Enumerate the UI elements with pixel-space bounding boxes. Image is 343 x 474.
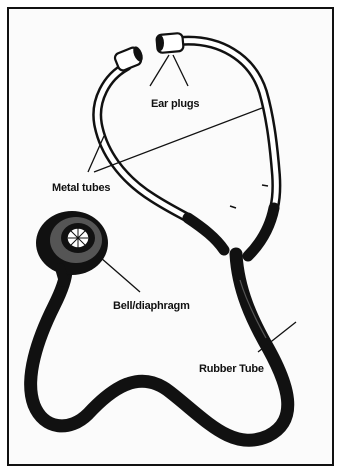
ear-plugs [114,33,184,72]
bell-diaphragm [36,211,108,282]
metal-tubes-leader-left [88,136,104,172]
rubber-tube-label: Rubber Tube [199,363,264,375]
ear-plugs-leader-right [173,55,188,86]
metal-tubes-label: Metal tubes [52,182,110,194]
right-ear-plug [156,33,184,53]
ear-plugs-label: Ear plugs [151,98,199,110]
bell-diaphragm-leader [101,258,140,292]
left-ear-plug [114,45,145,72]
metal-tubes-leader-right [94,108,262,172]
bell-diaphragm-label: Bell/diaphragm [113,300,190,312]
ear-plugs-leader-left [150,55,169,86]
